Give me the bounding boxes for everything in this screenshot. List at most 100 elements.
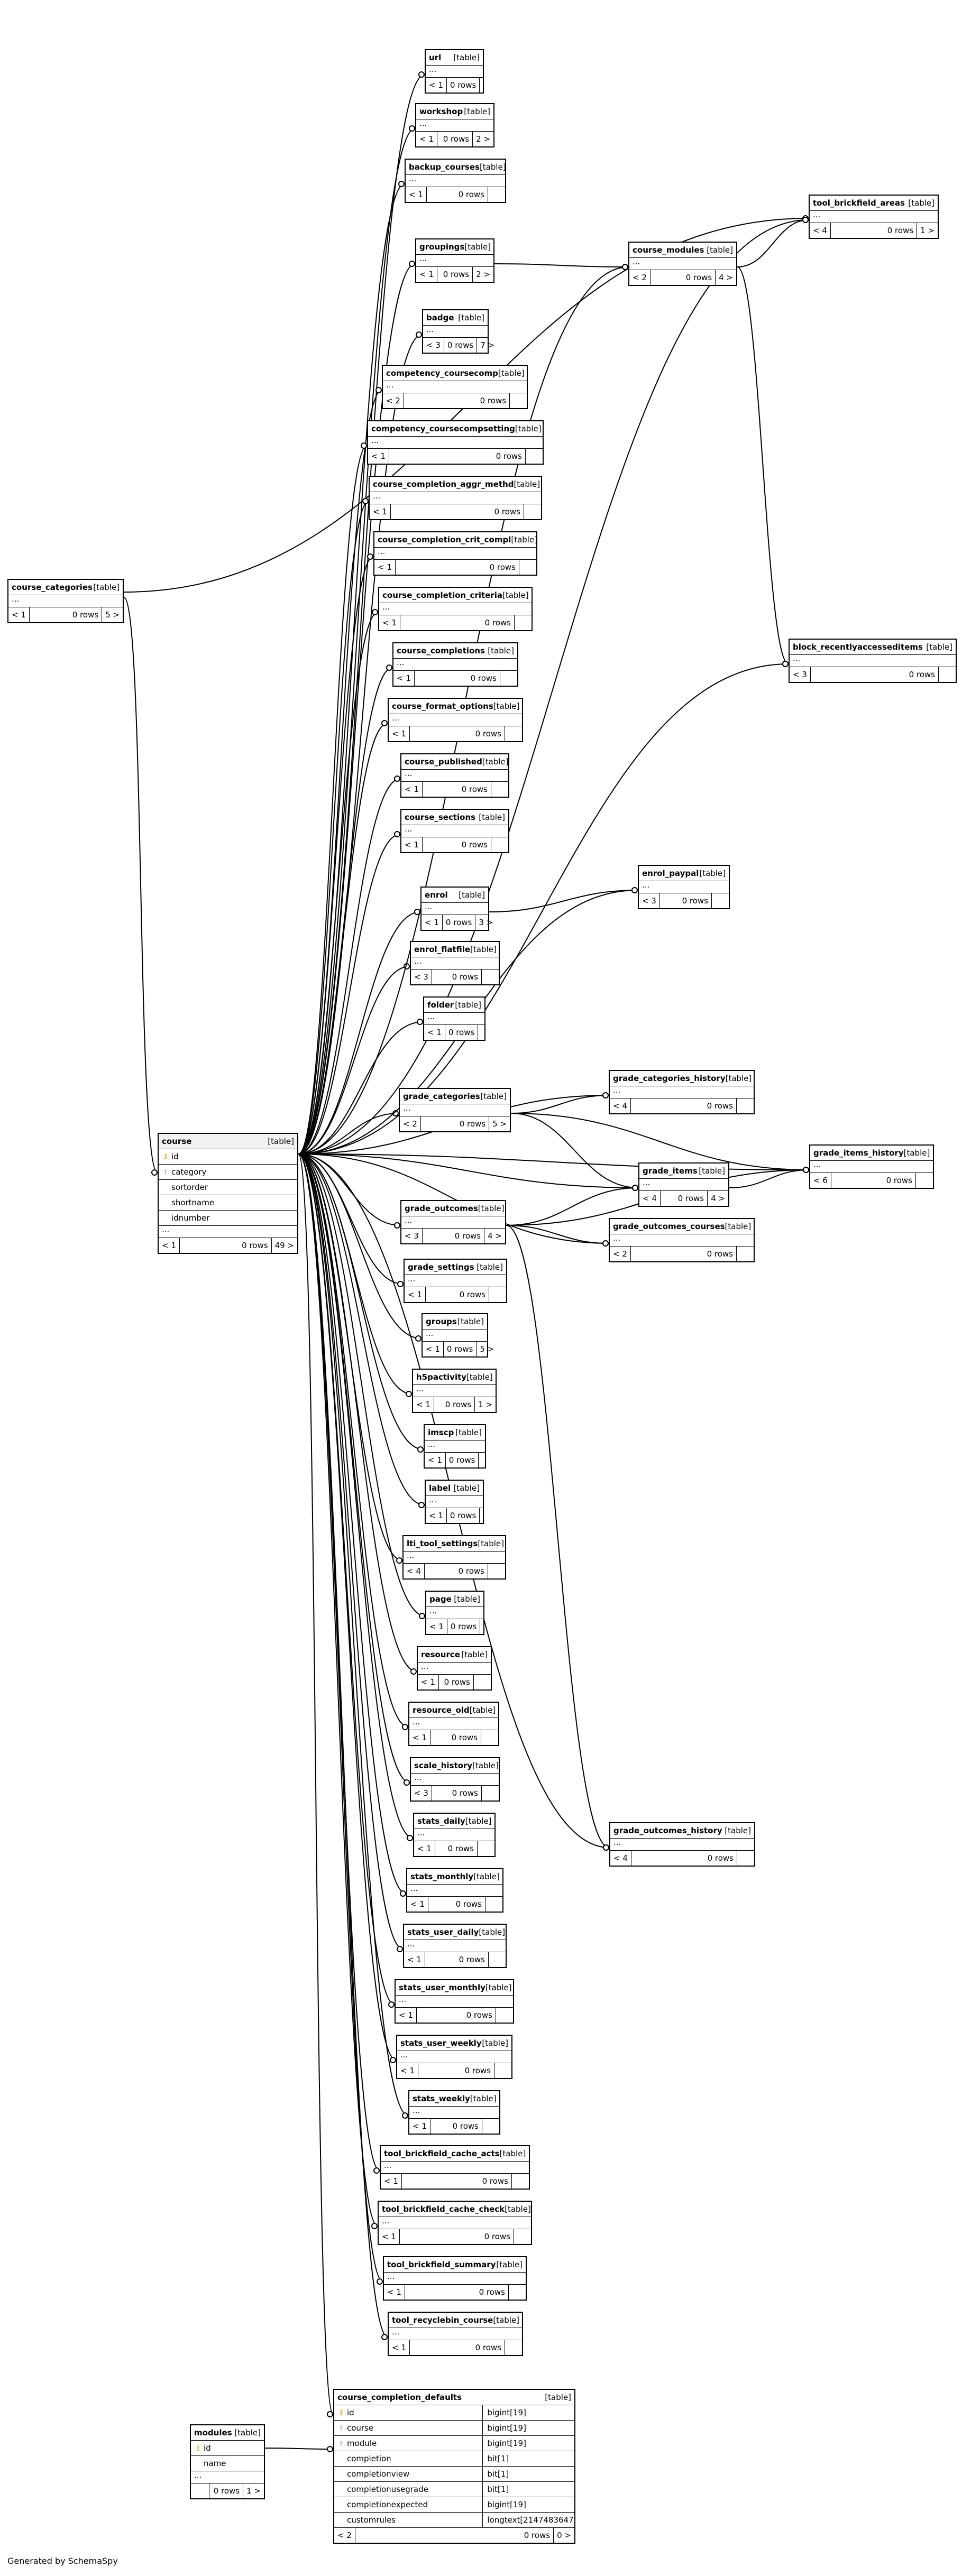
table-header: tool_brickfield_cache_check[table] [379, 2202, 531, 2217]
parents-count: < 2 [629, 270, 651, 285]
table-name: h5pactivity [416, 1372, 467, 1382]
table-kind-label: [table] [699, 1166, 725, 1176]
table-header: course_completions[table] [393, 643, 517, 658]
parents-count: < 3 [423, 338, 444, 353]
table-header: grade_categories_history[table] [610, 1071, 754, 1086]
column-name: completionusegrade [347, 2485, 428, 2494]
edge-course-to-grade-outcomes-end-marker [394, 1222, 400, 1229]
edge-course-to-folder-end-marker [417, 1019, 423, 1025]
table-header: url[table] [426, 50, 483, 65]
parents-count: < 1 [401, 837, 423, 852]
edge-course-to-url-end-marker [418, 71, 425, 78]
table-kind-label: [table] [234, 2428, 261, 2437]
parents-count: < 2 [400, 1116, 421, 1131]
more-columns-ellipsis: ... [790, 654, 956, 667]
table-kind-label: [table] [514, 479, 540, 489]
table-kind-label: [table] [464, 107, 490, 116]
parents-count: < 2 [610, 1247, 631, 1261]
children-count: 49 > [274, 1241, 294, 1250]
table-course-completion-aggr-methd[interactable]: course_completion_aggr_methd[table]...< … [369, 476, 542, 520]
table-name: course_completions [397, 646, 485, 655]
edge-course-to-enrol [298, 911, 421, 1155]
column-name-cell: name [194, 2456, 261, 2471]
more-columns-ellipsis: ... [423, 325, 488, 337]
edge-grade-items-to-grade-items-history [729, 1169, 810, 1188]
parents-count: < 1 [404, 1952, 425, 1967]
parents-count: < 1 [426, 1508, 447, 1523]
children-count: 2 > [476, 270, 490, 279]
foreign-key-icon: † [340, 2440, 343, 2447]
table-block-recentlyaccesseditems[interactable]: block_recentlyaccesseditems[table]...< 3… [789, 639, 957, 683]
table-kind-label: [table] [455, 1000, 481, 1010]
table-header: page[table] [426, 1592, 483, 1606]
children-count: 3 > [479, 918, 493, 927]
parents-count: < 3 [401, 1229, 423, 1243]
table-competency-coursecompsetting[interactable]: competency_coursecompsetting[table]...< … [367, 420, 544, 465]
table-course-completion-crit-compl[interactable]: course_completion_crit_compl[table]...< … [373, 531, 537, 576]
children-count [479, 1453, 496, 1467]
table-name: grade_items [643, 1166, 698, 1176]
children-count [478, 1025, 495, 1040]
row-count: 0 rows [661, 1191, 708, 1206]
table-header: h5pactivity[table] [413, 1370, 496, 1384]
table-header: label[table] [426, 1481, 483, 1495]
edge-groupings-to-course-modules-end-marker [622, 264, 628, 270]
table-name: enrol_paypal [642, 869, 699, 878]
children-count [510, 393, 527, 408]
parents-count: < 2 [383, 393, 404, 408]
table-header: block_recentlyaccesseditems[table] [790, 640, 956, 654]
parents-count: < 1 [409, 1730, 430, 1745]
table-tool-brickfield-cache-check[interactable]: tool_brickfield_cache_check[table]...< 1… [378, 2201, 532, 2245]
